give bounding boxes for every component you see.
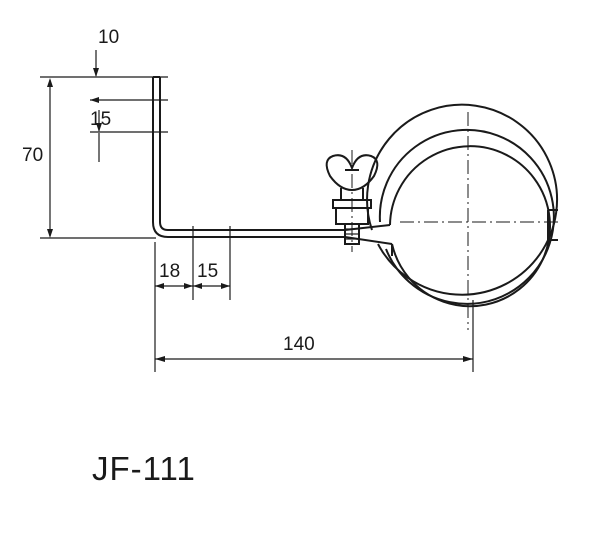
wing-nut-icon [325, 150, 379, 252]
model-label: JF-111 [92, 450, 196, 487]
dim-label-length: 140 [283, 334, 315, 355]
dimension-bend-offsets: 18 15 [154, 242, 231, 300]
dim-label-hole-offset: 15 [90, 109, 111, 130]
dim-label-top-offset: 10 [98, 27, 119, 48]
dimension-hole-offset: 15 [90, 97, 168, 162]
pipe-ring-icon [344, 103, 560, 330]
dimension-top-offset: 10 [40, 27, 168, 78]
dimension-length: 140 [154, 300, 474, 372]
dim-label-height: 70 [22, 145, 43, 166]
l-bracket-icon [148, 76, 345, 242]
dim-label-bend-offset-1: 18 [159, 261, 180, 282]
dim-label-bend-offset-2: 15 [197, 261, 218, 282]
dimension-height: 70 [22, 78, 156, 239]
